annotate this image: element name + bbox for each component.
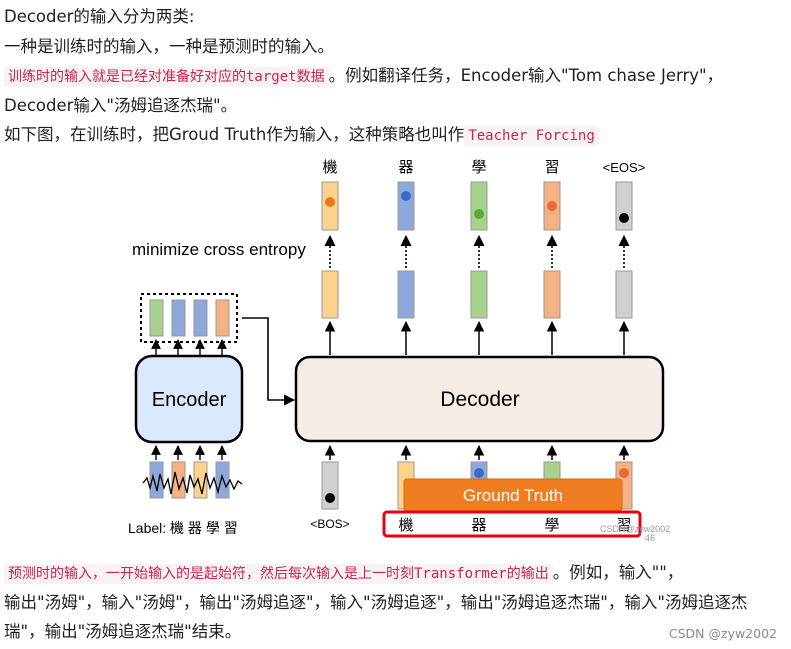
image-watermark: CSDN@zyw2002 [600,524,670,534]
decoder-block [294,355,665,443]
slide-page-number: 46 [645,533,655,543]
encoder-out-vec-4 [215,299,230,337]
teacher-forcing-diagram: 機 器 學 習 <EOS> minimize cross entropy [128,158,670,543]
gt-input-dot-2 [474,468,484,478]
audio-feature-2 [171,461,186,499]
decoder-out-vec-eos [615,270,633,319]
encoder-to-decoder-arrow [242,317,296,406]
audio-feature-3 [193,461,208,499]
inline-code-training: 训练时的输入就是已经对准备好对应的target数据 [4,67,329,87]
gt-input-dot-4 [619,468,629,478]
decoder-out-vec-4 [543,270,561,319]
output-dot-4 [547,201,557,211]
output-dot-2 [401,191,411,201]
paragraph-teacher-text: 如下图，在训练时，把Groud Truth作为输入，这种策略也叫作 [4,125,465,144]
gt-token-2: 器 [471,517,486,534]
paragraph-decoder-input: Decoder输入"汤姆追逐杰瑞"。 [4,96,238,115]
encoder-block [134,354,244,444]
output-dot-1 [325,197,335,207]
paragraph-prediction-input: 预测时的输入，一开始输入的是起始符，然后每次输入是上一时刻Transformer… [4,562,683,585]
inline-code-prediction: 预测时的输入，一开始输入的是起始符，然后每次输入是上一时刻Transformer… [4,564,553,584]
decoder-out-vec-3 [470,270,488,319]
encoder-out-vec-2 [171,299,186,337]
ground-truth-label: Ground Truth [463,486,563,505]
paragraph-intro: Decoder的输入分为两类: [4,7,195,26]
output-bar-2 [397,181,415,231]
bos-input-dot [325,493,335,503]
decoder-label: Decoder [440,388,519,411]
csdn-watermark: CSDN @zyw2002 [668,626,777,641]
bos-label: <BOS> [310,517,349,531]
output-bar-3 [470,181,488,231]
paragraph-prediction-end: 瑞"，输出"汤姆追逐杰瑞"结束。 [4,622,242,641]
encoder-out-vec-1 [149,299,164,337]
decoder-out-vec-2 [397,270,415,319]
encoder-label: Encoder [152,389,227,411]
output-token-1: 機 [322,159,337,176]
loss-label: minimize cross entropy [132,240,306,259]
inline-code-teacher-forcing: Teacher Forcing [464,126,599,146]
decoder-out-vec-1 [321,270,339,319]
audio-feature-1 [149,461,164,499]
gt-token-4: 習 [616,517,631,534]
output-token-4: 習 [544,159,559,176]
output-dot-3 [474,209,484,219]
audio-waveform [142,471,243,495]
output-token-2: 器 [398,159,413,176]
label-caption: Label: 機 器 學 習 [128,520,238,536]
output-token-3: 學 [471,158,486,176]
paragraph-prediction-example: 输出"汤姆"，输入"汤姆"，输出"汤姆追逐"，输入"汤姆追逐"，输出"汤姆追逐杰… [4,593,748,612]
paragraph-two-types: 一种是训练时的输入，一种是预测时的输入。 [4,37,334,56]
encoder-out-vec-3 [193,299,208,337]
output-dot-eos [619,213,629,223]
encoder-output-box [140,293,238,343]
gt-token-1: 機 [398,517,413,534]
ground-truth-highlight [382,510,642,538]
paragraph-training-input: 训练时的输入就是已经对准备好对应的target数据。例如翻译任务，Encoder… [4,65,723,88]
paragraph-prediction-text: 。例如，输入""， [552,563,684,582]
gt-token-3: 學 [544,516,559,534]
paragraph-training-text: 。例如翻译任务，Encoder输入"Tom chase Jerry"， [328,66,724,85]
output-token-eos: <EOS> [603,160,646,175]
